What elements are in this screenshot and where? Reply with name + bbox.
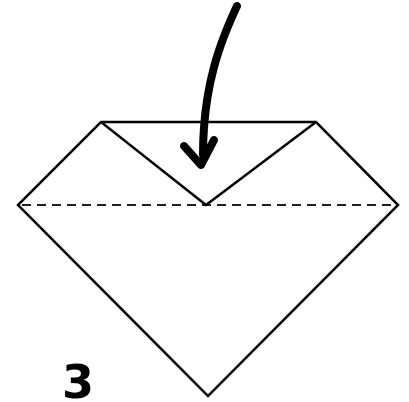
step-number: 3 bbox=[62, 355, 94, 402]
